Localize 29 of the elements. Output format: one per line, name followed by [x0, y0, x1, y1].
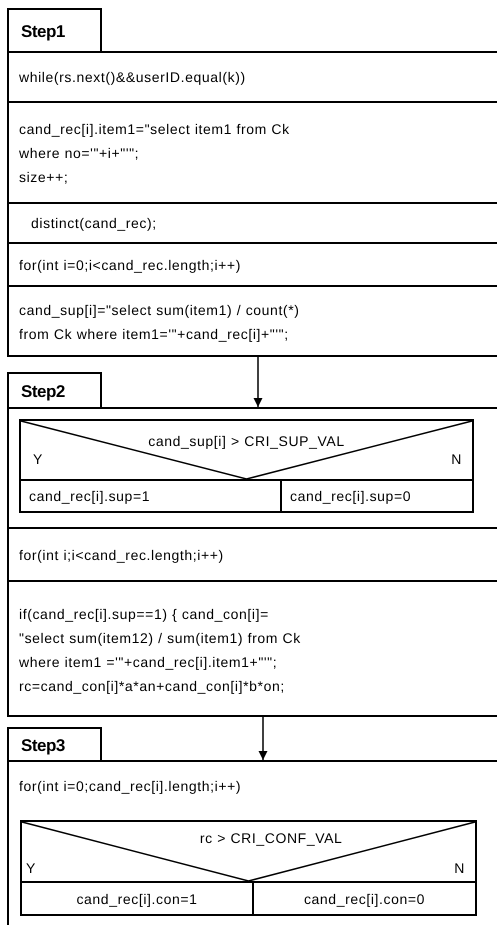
code-line: rc=cand_con[i]*a*an+cand_con[i]*b*on;: [19, 676, 286, 696]
branch-cell: cand_rec[i].con=0: [252, 881, 477, 916]
arrow: [254, 357, 262, 407]
condition-text: rc > CRI_CONF_VAL: [200, 830, 342, 846]
step-tab: Step2: [7, 372, 102, 409]
code-line: distinct(cand_rec);: [31, 214, 158, 233]
code-line: while(rs.next()&&userID.equal(k)): [19, 68, 247, 87]
code-line: from Ck where item1='"+cand_rec[i]+"'";: [19, 325, 290, 344]
code-line: where item1 ='"+cand_rec[i].item1+"'";: [19, 652, 278, 672]
step-tab: Step3: [7, 727, 102, 762]
code-line: cand_sup[i]="select sum(item1) / count(*): [19, 301, 301, 320]
code-line: for(int i;i<cand_rec.length;i++): [19, 546, 225, 565]
condition-text: cand_sup[i] > CRI_SUP_VAL: [148, 433, 345, 449]
branch-cell: cand_rec[i].sup=0: [280, 479, 474, 513]
branch-label: Y: [33, 451, 43, 467]
arrow: [258, 717, 268, 760]
step-tab: Step1: [7, 8, 102, 53]
code-line: cand_rec[i].item1="select item1 from Ck: [19, 120, 291, 139]
code-line: where no='"+i+"'";: [19, 144, 140, 162]
code-line: "select sum(item12) / sum(item1) from Ck: [19, 628, 302, 648]
code-line: for(int i=0;i<cand_rec.length;i++): [19, 256, 242, 275]
branch-cell: cand_rec[i].con=1: [20, 881, 254, 916]
branch-cell: cand_rec[i].sup=1: [19, 479, 282, 513]
branch-label: N: [451, 451, 462, 467]
code-line: for(int i=0;cand_rec[i].length;i++): [19, 776, 242, 796]
branch-label: N: [454, 860, 465, 876]
code-line: size++;: [19, 168, 70, 186]
branch-label: Y: [26, 860, 36, 876]
code-line: if(cand_rec[i].sup==1) { cand_con[i]=: [19, 604, 270, 624]
